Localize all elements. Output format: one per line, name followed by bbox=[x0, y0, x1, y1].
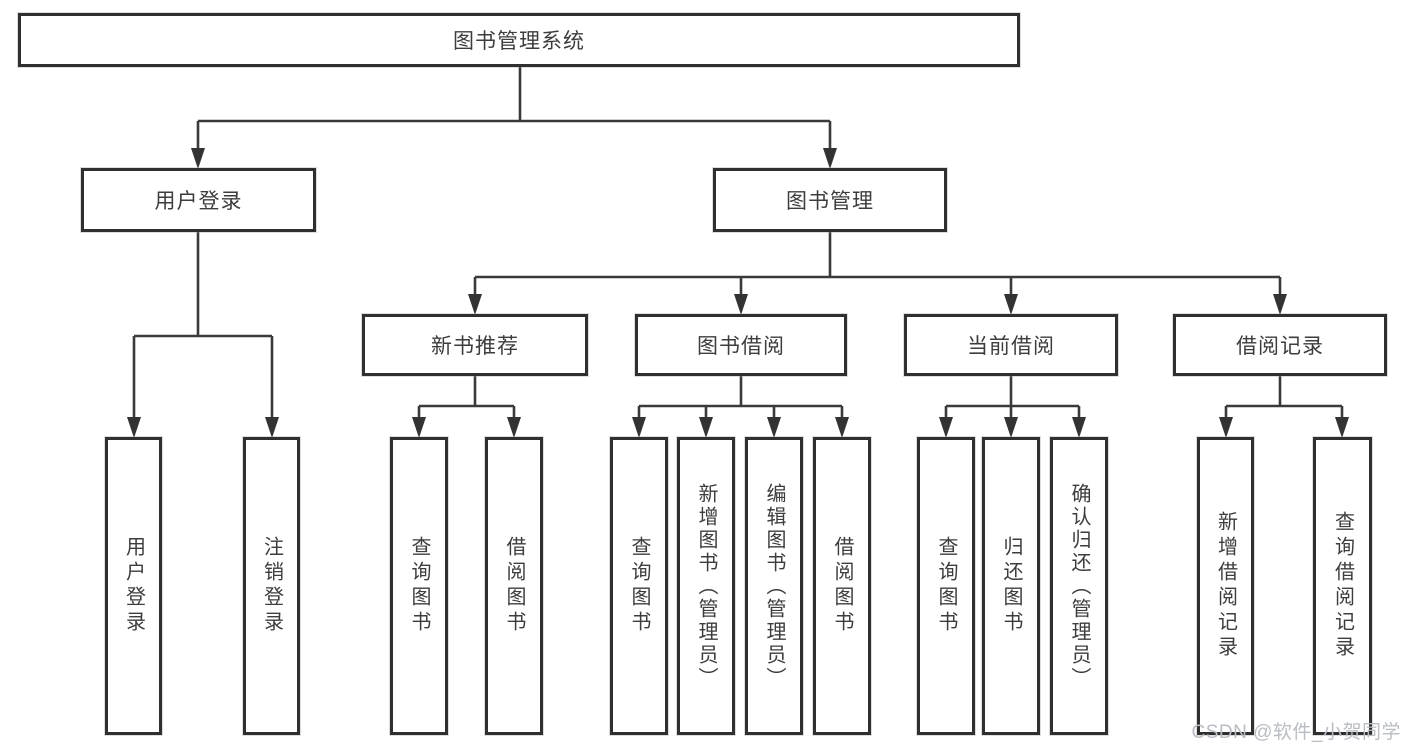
leaf-query-books-newbook: 查询图书 bbox=[390, 437, 448, 735]
node-borrowing-records: 借阅记录 bbox=[1173, 314, 1387, 376]
node-library-management-system: 图书管理系统 bbox=[18, 13, 1020, 67]
leaf-return-books: 归还图书 bbox=[982, 437, 1040, 735]
leaf-query-books-borrow: 查询图书 bbox=[610, 437, 668, 735]
node-current-borrowing: 当前借阅 bbox=[904, 314, 1118, 376]
leaf-query-books-current: 查询图书 bbox=[917, 437, 975, 735]
node-user-login: 用户登录 bbox=[81, 168, 316, 232]
arrowhead-icons bbox=[127, 148, 1349, 438]
node-book-management: 图书管理 bbox=[713, 168, 947, 232]
leaf-user-login: 用户登录 bbox=[105, 437, 162, 735]
leaf-add-books-admin: 新增图书（管理员） bbox=[677, 437, 735, 735]
leaf-borrow-books: 借阅图书 bbox=[813, 437, 871, 735]
leaf-edit-books-admin: 编辑图书（管理员） bbox=[745, 437, 803, 735]
leaf-logout: 注销登录 bbox=[243, 437, 300, 735]
leaf-confirm-return-admin: 确认归还（管理员） bbox=[1050, 437, 1108, 735]
leaf-add-borrow-record: 新增借阅记录 bbox=[1197, 437, 1254, 735]
node-new-book-recommend: 新书推荐 bbox=[362, 314, 588, 376]
leaf-borrow-books-newbook: 借阅图书 bbox=[485, 437, 543, 735]
leaf-query-borrow-record: 查询借阅记录 bbox=[1313, 437, 1372, 735]
node-book-borrowing: 图书借阅 bbox=[635, 314, 847, 376]
